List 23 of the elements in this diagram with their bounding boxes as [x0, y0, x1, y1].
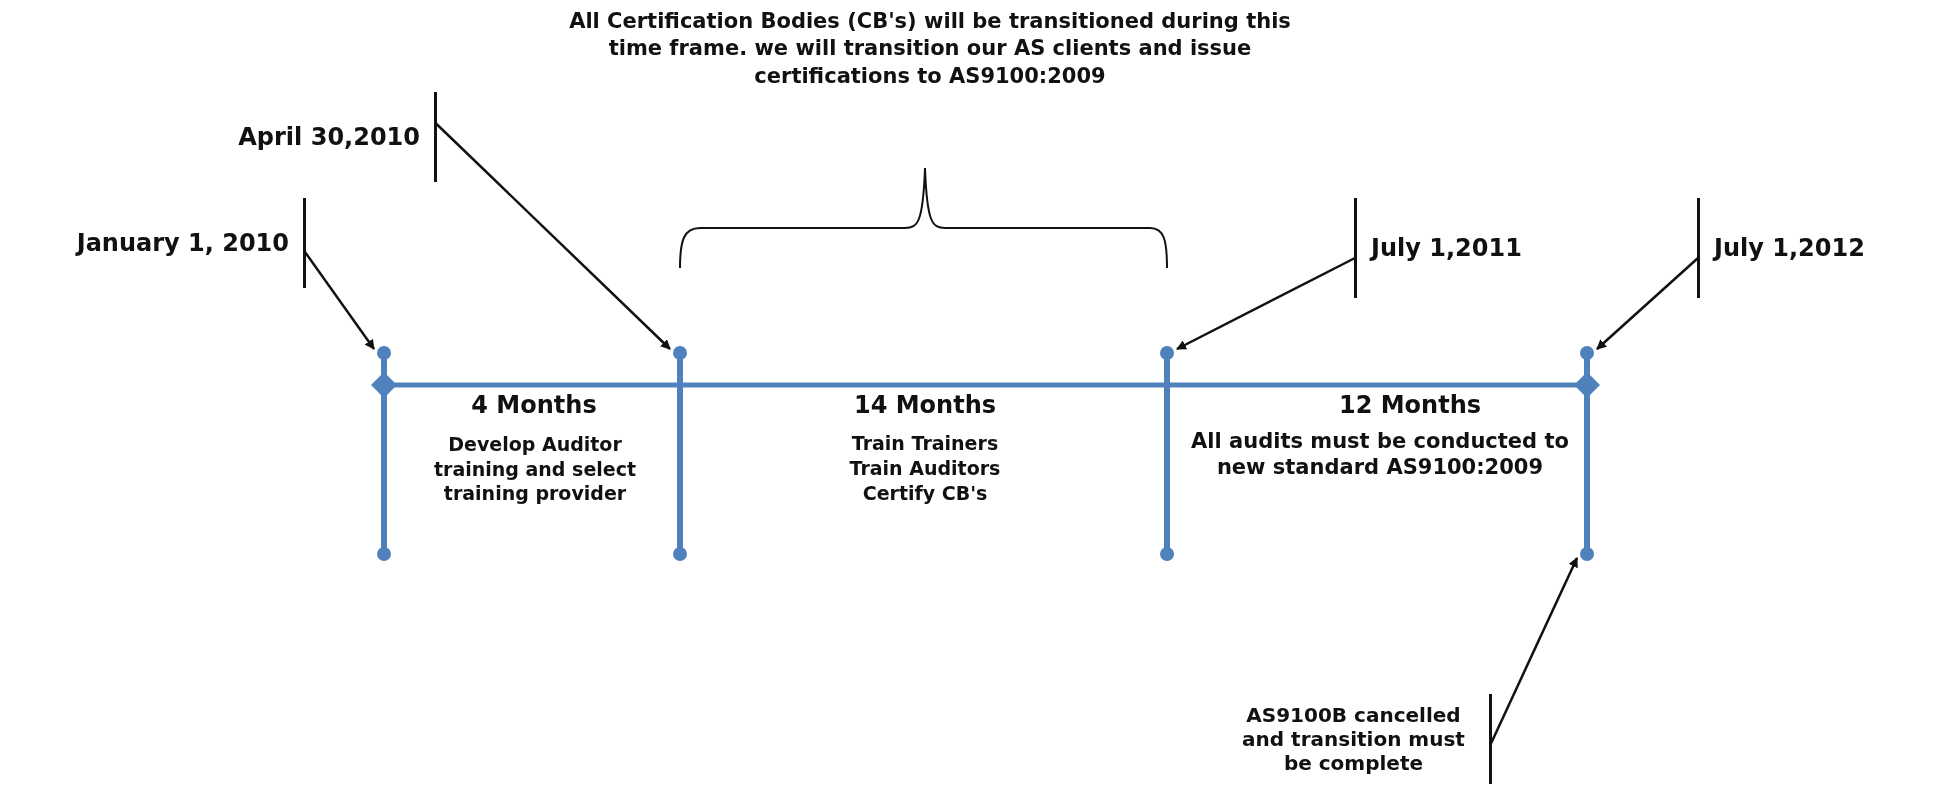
leader-arrow [1176, 256, 1356, 351]
task-text: Train Auditors [848, 457, 1002, 481]
leader-arrow [1489, 557, 1579, 745]
timeline-tick [672, 345, 688, 562]
callout-text: July 1,2012 [1714, 234, 1865, 262]
period-label: 14 Months [852, 390, 998, 420]
leader-arrow [304, 251, 376, 350]
task-text: Certify CB's [861, 482, 989, 506]
timeline-tick [1579, 345, 1595, 562]
task-text: Train Trainers [850, 432, 1000, 456]
period-label: 4 Months [470, 390, 598, 420]
timeline-tick [376, 345, 392, 562]
callout-text: July 1,2011 [1371, 234, 1522, 262]
period-label: 12 Months [1337, 390, 1483, 420]
task-text: All audits must be conducted to new standard AS9100:2009 [1190, 428, 1570, 481]
note-text: All Certification Bodies (CB's) will be transitioned during this time frame. we will transition our AS clients and issue certifications to AS9100:2009 [568, 8, 1292, 90]
callout-text: AS9100B cancelled and transition must be complete [1241, 703, 1466, 775]
callout-text: April 30,2010 [238, 123, 420, 151]
task-text: Develop Auditor training and select training provider [432, 432, 638, 507]
leader-arrow [1596, 257, 1699, 350]
timeline-tick [1159, 345, 1175, 562]
leader-arrow [435, 122, 671, 350]
callout-text: January 1, 2010 [76, 229, 289, 257]
